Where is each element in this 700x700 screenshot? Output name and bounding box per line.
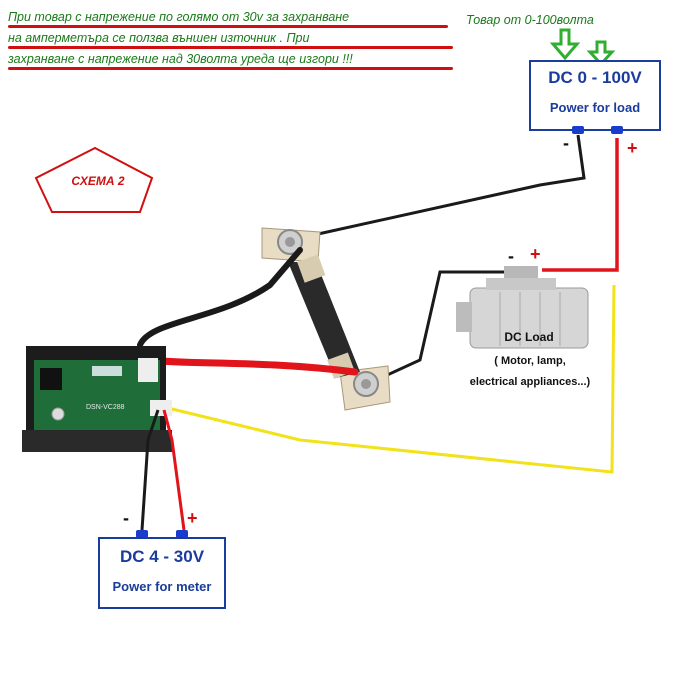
meter-supply-box: DC 4 - 30V Power for meter <box>98 537 226 609</box>
meter-supply-neg-sign: - <box>123 508 129 528</box>
dc-load-motor <box>456 266 589 349</box>
meter-pos-wire <box>162 409 186 531</box>
load-supply-neg-terminal <box>572 126 584 134</box>
warning-line-2: на амперметъра се ползва външен източник… <box>8 31 310 45</box>
load-supply-pos-terminal <box>611 126 623 134</box>
black-load-wire <box>371 270 510 384</box>
load-supply-subtitle: Power for load <box>549 100 641 115</box>
shunt-resistor <box>261 227 391 411</box>
yellow-sense-wire <box>167 284 616 474</box>
meter-module-label: DSN-VC288 <box>86 404 125 411</box>
load-supply-pos-sign: + <box>627 138 638 158</box>
meter-black-cable <box>137 247 303 348</box>
scheme-label: СХЕМА 2 <box>71 174 125 188</box>
load-range-note: Товар от 0-100волта <box>466 13 594 27</box>
warning-underline-2 <box>8 46 453 49</box>
meter-supply-pos-sign: + <box>187 508 198 528</box>
dc-load-pos-sign: + <box>530 244 541 264</box>
meter-neg-wire <box>140 409 160 531</box>
meter-module <box>22 346 172 452</box>
dc-load-title: DC Load <box>504 330 554 344</box>
warning-underline-1 <box>8 25 448 28</box>
black-supply-wire <box>299 134 586 240</box>
dc-load-line-2: ( Motor, lamp, <box>494 355 566 367</box>
red-load-wire <box>542 138 619 272</box>
meter-supply-title: DC 4 - 30V <box>119 547 205 566</box>
meter-supply-subtitle: Power for meter <box>112 579 212 594</box>
meter-supply-pos-terminal <box>176 530 188 538</box>
dc-load-neg-sign: - <box>508 246 514 266</box>
warning-underline-3 <box>8 67 453 70</box>
load-supply-box: DC 0 - 100V Power for load <box>529 60 661 131</box>
meter-red-cable <box>146 356 359 376</box>
warning-line-3: захранване с напрежение над 30волта уред… <box>8 52 353 66</box>
dc-load-line-3: electrical appliances...) <box>469 376 591 388</box>
warning-line-1: При товар с напрежение по голямо от 30v … <box>8 10 350 24</box>
green-arrows <box>549 28 616 67</box>
scheme-pentagon <box>34 146 154 213</box>
meter-supply-neg-terminal <box>136 530 148 538</box>
load-supply-title: DC 0 - 100V <box>548 68 642 87</box>
load-supply-neg-sign: - <box>563 133 569 153</box>
